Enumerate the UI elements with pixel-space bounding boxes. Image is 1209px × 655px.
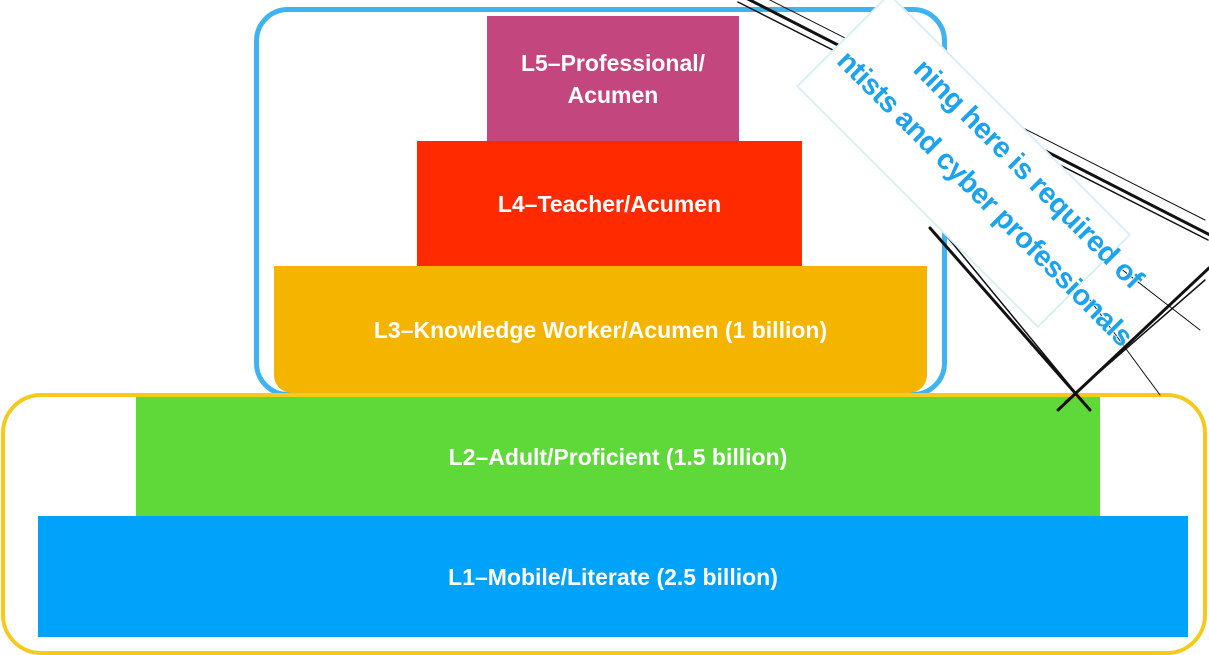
level-1-block: L1–Mobile/Literate (2.5 billion) [38, 516, 1188, 637]
level-3-block: L3–Knowledge Worker/Acumen (1 billion) [274, 266, 927, 393]
level-5-block: L5–Professional/ Acumen [487, 16, 739, 141]
level-3-label: L3–Knowledge Worker/Acumen (1 billion) [373, 316, 828, 343]
level-4-block: L4–Teacher/Acumen [417, 141, 802, 266]
level-1-label: L1–Mobile/Literate (2.5 billion) [448, 563, 778, 590]
level-2-label: L2–Adult/Proficient (1.5 billion) [448, 443, 788, 470]
level-5-label: L5–Professional/ Acumen [520, 49, 706, 108]
level-2-block: L2–Adult/Proficient (1.5 billion) [136, 397, 1100, 516]
level-4-label: L4–Teacher/Acumen [497, 190, 722, 217]
